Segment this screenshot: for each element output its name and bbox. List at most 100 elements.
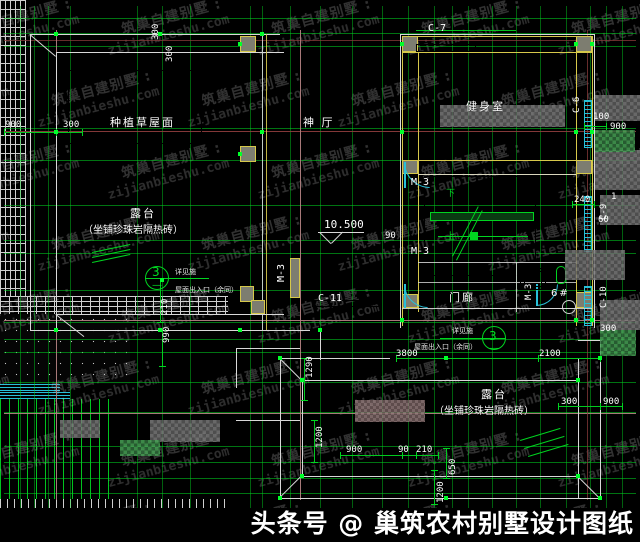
- dimline-100-right-tick-a: [584, 123, 585, 130]
- dim-900-left: 900: [5, 120, 22, 130]
- grid-node-26: [158, 328, 162, 332]
- dim-300-bottom-right: 300: [600, 324, 617, 334]
- grid-line-v-1: [34, 6, 35, 526]
- dimline-1200-left: [314, 420, 315, 462]
- window-tag-c6: C-6: [572, 96, 582, 113]
- grid-line-h-8: [4, 290, 636, 291]
- terr-step-bottom: [236, 420, 300, 421]
- dimline-1200-bot: [434, 470, 435, 504]
- column-mid-vert: [290, 258, 300, 298]
- window-tag-c7: C-7: [428, 23, 447, 34]
- dimline-210-botl-tick-b: [438, 452, 439, 459]
- window-c10-glass: [584, 286, 592, 326]
- axis-ref-h-3: [4, 413, 636, 414]
- dimline-2100: [538, 358, 600, 359]
- dim-100-right: 100: [593, 112, 610, 122]
- dimline-900-botl-tick-a: [340, 452, 341, 459]
- window-c7-dim-line: [416, 30, 516, 31]
- dim-210-bottom-left: 210: [416, 445, 433, 455]
- gym-wall-top: [402, 36, 592, 37]
- grid-node-1: [158, 32, 162, 36]
- dim-300-bottom: 300: [561, 397, 578, 407]
- grid-node-5: [574, 42, 578, 46]
- dimline-240-right-tick-b: [594, 201, 595, 208]
- callout-detail-top-denominator: —: [152, 280, 162, 291]
- door-bath-leaf: [536, 284, 538, 306]
- porch-wall-bottom: [402, 308, 592, 309]
- dim-900-bottom: 900: [603, 397, 620, 407]
- title-bar-text: 头条号 @ 巢筑农村别墅设计图纸: [250, 509, 634, 538]
- dimline-3800-tick-a: [396, 355, 397, 362]
- dimline-210-mid: [160, 278, 161, 322]
- callout-detail-top-note1: 详见施: [175, 268, 196, 276]
- grid-node-22: [278, 496, 282, 500]
- grid-line-v-16: [468, 6, 469, 526]
- grid-line-h-5: [4, 205, 636, 206]
- dimline-90-botl: [402, 455, 416, 456]
- dim-1-right: 1: [611, 192, 617, 202]
- bot-terr-right-inner: [578, 358, 579, 498]
- column-left-mid: [240, 146, 256, 162]
- grid-line-v-3: [70, 6, 71, 526]
- grass-roof-fill: [0, 314, 130, 384]
- dim-900-bottom-left: 900: [346, 445, 363, 455]
- door-tag-m3-gym: M-3: [411, 177, 430, 188]
- dim-90-mid: 90: [385, 231, 396, 241]
- grid-line-h-3: [4, 128, 636, 129]
- grid-node-14: [574, 318, 578, 322]
- callout-detail-bottom-note1: 详见施: [452, 327, 473, 335]
- window-tag-c11: C-11: [318, 293, 343, 304]
- grid-node-25: [444, 496, 448, 500]
- mosaic-block-3: [150, 420, 220, 442]
- dimline-300-left-tick-b: [82, 129, 83, 136]
- callout-detail-top-note2: 屋面出入口（余同）: [175, 286, 238, 294]
- bath-basin-fixture: [562, 300, 576, 314]
- mosaic-block-6: [355, 400, 425, 422]
- dimline-900-bot: [600, 406, 622, 407]
- grid-line-h-4: [4, 160, 636, 161]
- window-c11-frame: [312, 300, 382, 307]
- axis-ref-h-0: [4, 40, 636, 41]
- window-c7-frame: [416, 44, 476, 52]
- grid-node-18: [300, 378, 304, 382]
- window-c11-glass: [0, 392, 70, 399]
- callout-detail-bottom-number: 3: [489, 329, 497, 343]
- grid-line-h-6: [4, 240, 636, 241]
- mosaic-block-8: [600, 300, 640, 330]
- door-tag-m3-stair: M-3: [411, 246, 430, 257]
- column-line-mid: [266, 34, 267, 330]
- dimline-1200-bot-tick-b: [431, 504, 438, 505]
- bath-shower-inner: [524, 271, 542, 287]
- column-terr-l: [251, 300, 265, 314]
- stair-wall-top: [418, 174, 576, 175]
- bot-terr-inner-top: [302, 380, 578, 381]
- callout-leader-top: [169, 278, 209, 279]
- grid-line-v-2: [48, 6, 49, 526]
- elevation-tri-right: [331, 232, 343, 244]
- terr-rail-line-2: [56, 330, 310, 331]
- top-terr-slope-arrow-0: [92, 244, 131, 253]
- grid-node-11: [238, 152, 242, 156]
- window-c7-glass: [0, 384, 60, 392]
- mosaic-green-2: [120, 440, 160, 456]
- dimline-3800: [396, 358, 538, 359]
- grid-node-6: [590, 42, 594, 46]
- window-c6-glass: [584, 100, 592, 148]
- wall-hatch-top: [0, 296, 228, 314]
- terr-rail-line-1: [56, 314, 284, 315]
- bot-terr-inner-bottom: [302, 476, 578, 477]
- bot-terr-edge-b: [320, 330, 321, 360]
- bot-terr-corner-br: [577, 476, 600, 499]
- stair-direction-line: [438, 236, 528, 237]
- axis-ref-h-1: [4, 131, 636, 132]
- grid-line-h-13: [4, 412, 636, 413]
- bath-shower-tray: [520, 268, 546, 290]
- mosaic-block-5: [595, 95, 640, 121]
- dimline-300-bot: [558, 406, 600, 407]
- room-label-porch: 门廊: [449, 291, 475, 304]
- dimline-210-mid-tick-b: [157, 322, 164, 323]
- axis-ref-v-2: [300, 30, 301, 500]
- elevation-tri-left: [319, 232, 331, 244]
